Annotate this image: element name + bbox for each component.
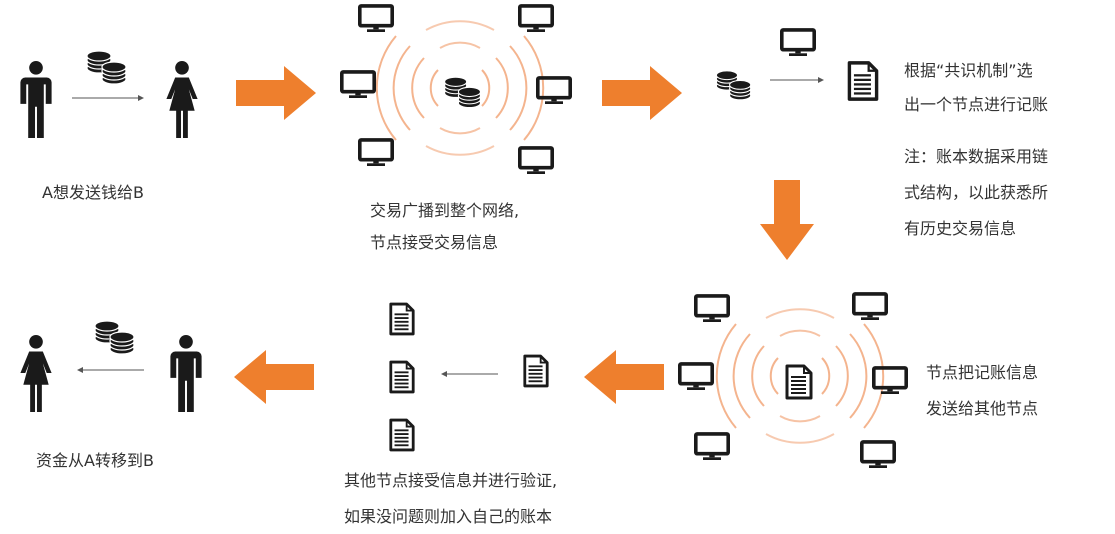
step-2-caption-line2: 节点接受交易信息 [370,233,499,252]
step-4-caption-line1: 节点把记账信息 [926,363,1039,382]
step-3-note-line3: 有历史交易信息 [904,219,1017,238]
coins-icon [82,46,132,86]
flow-arrow-left-icon [584,350,664,404]
coins-icon [90,316,140,356]
monitor-icon [780,28,816,57]
ledger-document-icon [784,364,814,400]
ledger-document-icon [846,60,880,102]
person-b-female-icon [16,334,56,412]
step-4-caption-line2: 发送给其他节点 [926,399,1039,418]
monitor-icon [852,292,888,321]
monitor-icon [860,440,896,469]
monitor-icon [694,432,730,461]
coins-icon [712,66,756,102]
step-6-caption: 资金从A转移到B [36,451,154,470]
step-3-note-line2: 式结构，以此获悉所 [904,183,1049,202]
monitor-icon [358,4,394,33]
monitor-icon [358,138,394,167]
monitor-icon [518,146,554,175]
monitor-icon [340,70,376,99]
step-3-note-line1: 注：账本数据采用链 [904,147,1049,166]
monitor-icon [678,362,714,391]
step-2-caption-line1: 交易广播到整个网络, [370,201,520,220]
coins-icon [440,72,486,110]
flow-arrow-left-icon [232,350,316,404]
receive-arrow-icon [441,371,498,377]
step-1-caption: A想发送钱给B [42,183,144,202]
person-b-female-icon [162,60,202,138]
monitor-icon [872,366,908,395]
ledger-document-icon [388,418,416,452]
step-3-caption-line2: 出一个节点进行记账 [904,95,1049,114]
person-a-icon [166,334,206,412]
flow-arrow-right-icon [602,66,682,120]
flow-arrow-right-icon [236,66,316,120]
transfer-arrow-icon [77,367,144,373]
ledger-document-icon [388,360,416,394]
step-3-caption-line1: 根据“共识机制”选 [904,61,1033,80]
step-5-caption-line1: 其他节点接受信息并进行验证, [344,471,558,490]
monitor-icon [518,4,554,33]
monitor-icon [536,76,572,105]
monitor-icon [694,294,730,323]
record-arrow-icon [770,77,824,83]
ledger-document-icon [522,354,550,388]
step-5-caption-line2: 如果没问题则加入自己的账本 [344,507,553,526]
flow-arrow-down-icon [760,180,814,260]
transfer-arrow-icon [72,95,144,101]
person-a-icon [16,60,56,138]
ledger-document-icon [388,302,416,336]
